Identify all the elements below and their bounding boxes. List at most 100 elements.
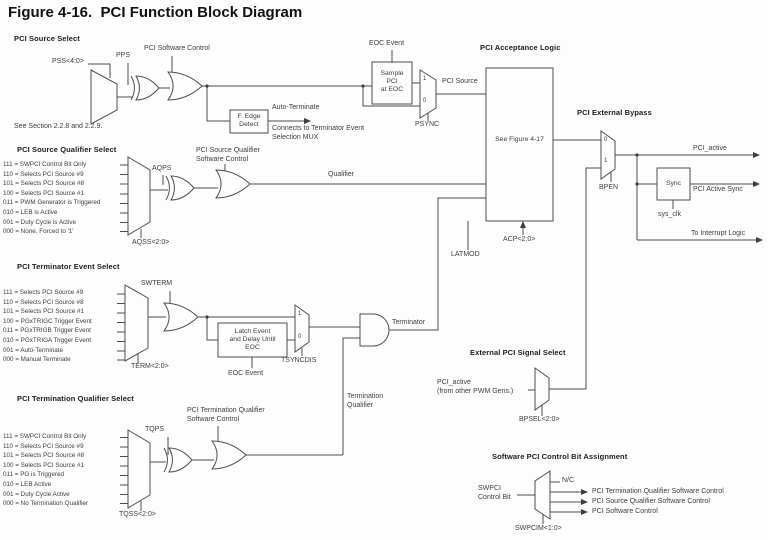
option-row: 100 = Selects PCI Source #1 bbox=[3, 189, 85, 197]
junction-dot bbox=[635, 182, 639, 186]
aqps-xor-gate bbox=[170, 175, 195, 201]
swpci-control-bit-label: SWPCI Control Bit bbox=[478, 485, 511, 501]
tsyncdis-mux-in1: 1 bbox=[298, 311, 302, 317]
option-row: 111 = Selects PCI Source #9 bbox=[3, 289, 84, 296]
eoc-event-bottom-label: EOC Event bbox=[228, 370, 264, 377]
pci-active-label: PCI_active bbox=[693, 145, 727, 152]
option-row: 000 = Manual Terminate bbox=[3, 356, 71, 364]
edge-detect-box-text: F. Edge Detect bbox=[237, 113, 261, 128]
tqps-label: TQPS bbox=[145, 426, 165, 433]
option-row: 110 = Selects PCI Source #9 bbox=[3, 170, 84, 178]
junction-dot bbox=[205, 84, 209, 88]
swpcim-select-label: SWPCIM<1:0> bbox=[515, 525, 562, 532]
pci-software-control-label: PCI Software Control bbox=[144, 45, 210, 52]
option-row: 111 = SWPCI Control Bit Only bbox=[3, 161, 87, 168]
tsyncdis-mux-in0: 0 bbox=[298, 334, 302, 340]
psync-label: PSYNC bbox=[415, 121, 440, 128]
termination-qualifier-mux bbox=[127, 429, 151, 509]
source-qualifier-options: 111 = SWPCI Control Bit Only 110 = Selec… bbox=[3, 160, 100, 237]
termination-qualifier-signal-label: Termination Qualifier bbox=[347, 393, 384, 409]
option-row: 101 = Selects PCI Source #1 bbox=[3, 308, 85, 316]
bpen-mux bbox=[600, 130, 616, 180]
sample-pci-box-text: Sample PCI at EOC bbox=[380, 70, 404, 93]
latch-event-box bbox=[217, 322, 288, 358]
latch-event-box-text: Latch Event and Delay Until EOC bbox=[229, 328, 276, 351]
bpen-mux-in0: 0 bbox=[604, 137, 608, 143]
junction-dot bbox=[361, 84, 365, 88]
option-row: 001 = Duty Cycle Active bbox=[3, 490, 70, 498]
acp-arrow bbox=[520, 221, 526, 228]
tqss-select-label: TQSS<2:0> bbox=[119, 511, 156, 518]
acp-label: ACP<2:0> bbox=[503, 236, 536, 243]
external-signal-mux bbox=[534, 367, 550, 411]
aqps-label: AQPS bbox=[152, 165, 172, 172]
option-row: 100 = PGxTRIGC Trigger Event bbox=[3, 317, 92, 325]
external-signal-heading: External PCI Signal Select bbox=[470, 348, 566, 357]
term-qual-sw-arrow bbox=[581, 489, 588, 495]
terminator-event-mux bbox=[124, 284, 149, 362]
figure-title: Figure 4-16. PCI Function Block Diagram bbox=[8, 4, 303, 21]
psync-mux bbox=[419, 69, 437, 119]
source-select-heading: PCI Source Select bbox=[14, 34, 80, 43]
pci-active-sync-arrow bbox=[753, 181, 760, 187]
tqps-xor-arc bbox=[163, 447, 168, 473]
connects-note: Connects to Terminator Event Selection M… bbox=[272, 125, 365, 141]
option-row: 110 = Selects PCI Source #9 bbox=[3, 442, 84, 450]
source-qual-sw-output-label: PCI Source Qualifier Software Control bbox=[592, 498, 710, 505]
acceptance-logic-box bbox=[485, 67, 554, 222]
see-section-note: See Section 2.2.8 and 2.2.9. bbox=[14, 123, 103, 130]
option-row: 010 = PGxTRIGA Trigger Event bbox=[3, 336, 92, 344]
pci-source-label: PCI Source bbox=[442, 78, 478, 85]
see-figure-text: See Figure 4-17 bbox=[495, 136, 544, 143]
boxes bbox=[217, 61, 691, 358]
arrowheads bbox=[205, 84, 763, 515]
acceptance-heading: PCI Acceptance Logic bbox=[480, 43, 561, 52]
source-qualifier-heading: PCI Source Qualifier Select bbox=[17, 145, 117, 154]
terminator-label: Terminator bbox=[392, 319, 426, 326]
pci-active-sync-label: PCI Active Sync bbox=[693, 186, 743, 193]
sample-pci-box bbox=[371, 61, 413, 105]
interrupt-label: To Interrupt Logic bbox=[691, 230, 746, 237]
swterm-or-gate bbox=[163, 302, 199, 332]
option-row: 001 = Auto-Terminate bbox=[3, 346, 64, 354]
pci-sw-arrow bbox=[581, 509, 588, 515]
option-row: 101 = Selects PCI Source #8 bbox=[3, 180, 85, 188]
option-row: 011 = PGxTRIGB Trigger Event bbox=[3, 327, 91, 335]
bpsel-select-label: BPSEL<2:0> bbox=[519, 416, 560, 423]
option-row: 010 = LEB Active bbox=[3, 480, 52, 488]
aqps-xor-arc bbox=[165, 175, 170, 201]
option-row: 000 = No Termination Qualifier bbox=[3, 500, 89, 508]
termination-qualifier-heading: PCI Termination Qualifier Select bbox=[17, 394, 134, 403]
option-row: 111 = SWPCI Control Bit Only bbox=[3, 433, 87, 440]
junction-dot bbox=[205, 315, 209, 319]
option-row: 000 = None. Forced to '1' bbox=[3, 228, 74, 236]
term-qual-sw-output-label: PCI Termination Qualifier Software Contr… bbox=[592, 488, 724, 495]
psync-mux-in1: 1 bbox=[423, 76, 427, 82]
swpci-demux bbox=[534, 470, 551, 520]
nc-output-label: N/C bbox=[562, 477, 575, 484]
psync-mux-in0: 0 bbox=[423, 98, 427, 104]
source-select-mux bbox=[90, 69, 118, 125]
option-row: 100 = Selects PCI Source #1 bbox=[3, 461, 85, 469]
software-control-or-gate bbox=[167, 71, 203, 101]
pps-xor-gate bbox=[135, 75, 160, 101]
junction-dot bbox=[635, 153, 639, 157]
terminator-event-options: 111 = Selects PCI Source #9 110 = Select… bbox=[3, 288, 92, 365]
terminator-and-gate bbox=[359, 313, 390, 347]
option-row: 010 = LEB is Active bbox=[3, 208, 58, 216]
pci-active-arrow bbox=[753, 152, 760, 158]
source-qualifier-or-gate bbox=[215, 169, 251, 199]
sys-clk-label: sys_clk bbox=[658, 211, 681, 218]
source-qualifier-mux bbox=[127, 156, 151, 236]
aqss-select-label: AQSS<2:0> bbox=[132, 239, 170, 246]
termination-qualifier-sw-label: PCI Termination Qualifier Software Contr… bbox=[187, 407, 265, 423]
pss-select-label: PSS<4:0> bbox=[52, 58, 84, 65]
sync-box bbox=[656, 167, 691, 201]
external-bypass-heading: PCI External Bypass bbox=[577, 108, 652, 117]
source-qual-sw-arrow bbox=[581, 499, 588, 505]
tqps-xor-gate bbox=[168, 447, 193, 473]
option-row: 011 = PWM Generator is Triggered bbox=[3, 199, 101, 207]
auto-terminate-label: Auto-Terminate bbox=[272, 104, 320, 111]
